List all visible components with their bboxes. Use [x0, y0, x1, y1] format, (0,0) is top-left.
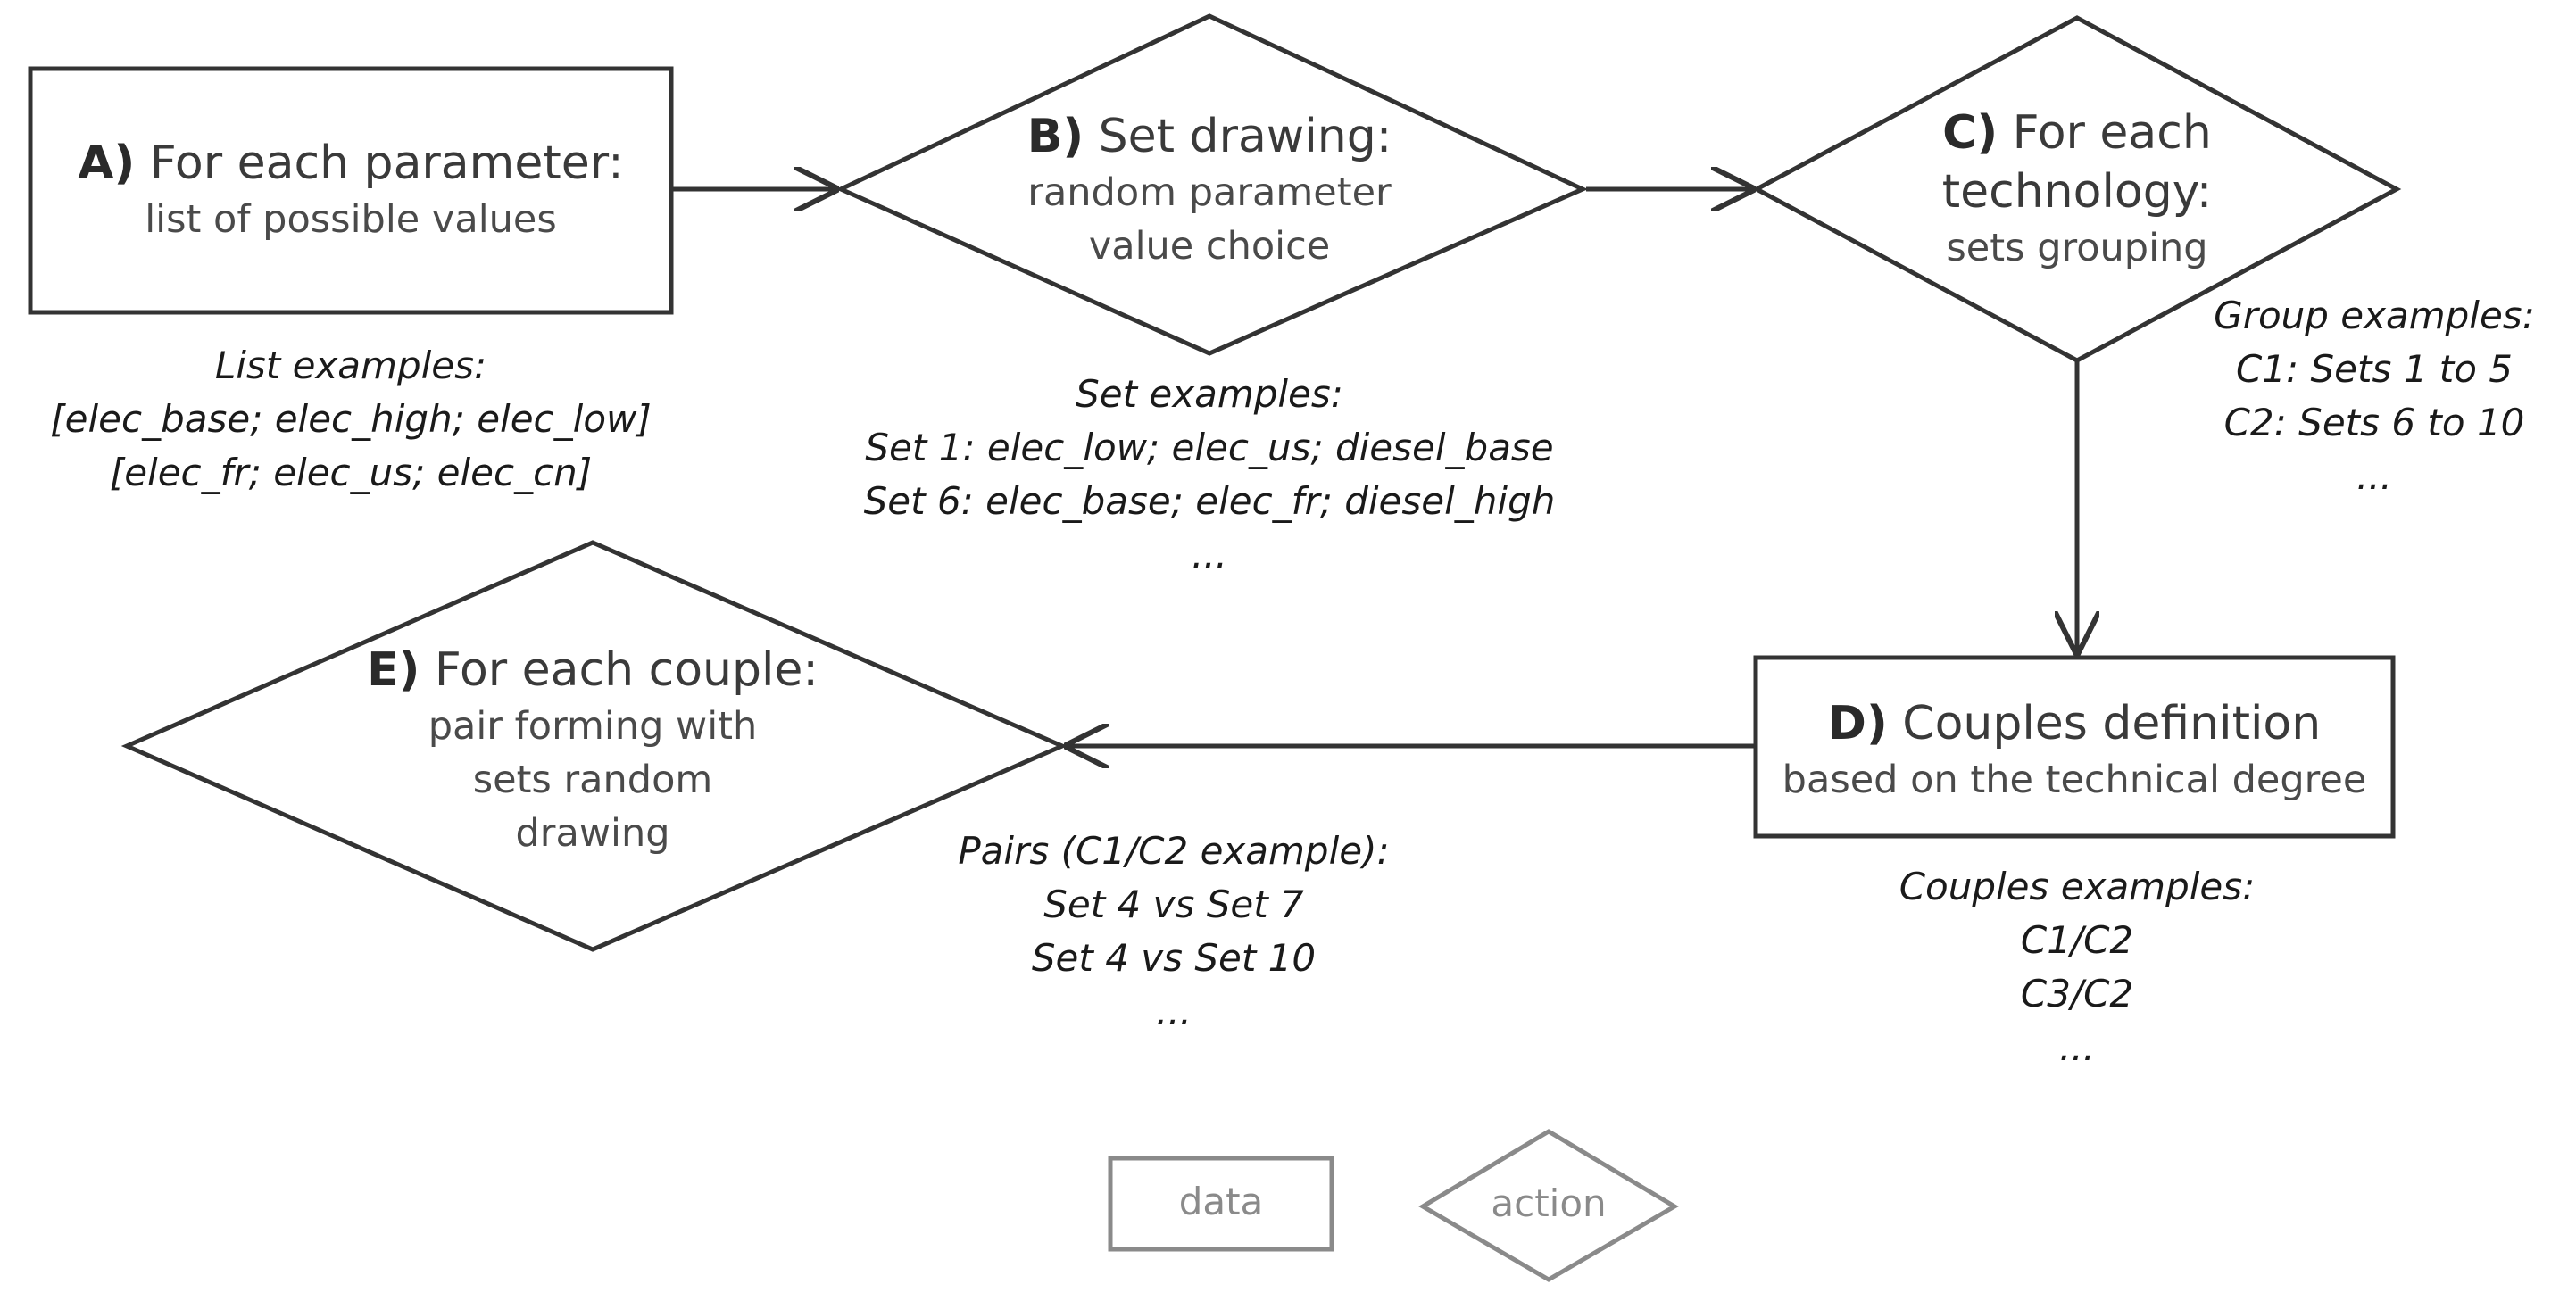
node-e-label: E) For each couple: pair forming with se…: [325, 641, 860, 860]
examples-d-line-2: C3/C2: [2020, 972, 2134, 1015]
node-e-diamond: [120, 540, 1068, 952]
examples-b-line-1: Set 1: elec_low; elec_us; diesel_base: [865, 426, 1554, 469]
examples-d: Couples examples: C1/C2 C3/C2 ...: [1809, 860, 2345, 1074]
examples-a-line-2: [elec_fr; elec_us; elec_cn]: [109, 451, 593, 494]
node-a-label: A) For each parameter: list of possible …: [30, 134, 671, 246]
node-b-diamond: [835, 13, 1589, 356]
node-d-title: D) Couples definition: [1827, 697, 2322, 750]
examples-d-line-1: C1/C2: [2020, 918, 2134, 962]
legend-data-box: [1108, 1156, 1334, 1252]
node-c-sub-1: sets grouping: [1946, 226, 2208, 270]
legend-action-diamond: [1418, 1129, 1679, 1282]
node-e-title: E) For each couple:: [367, 643, 819, 697]
node-d-label: D) Couples definition based on the techn…: [1756, 694, 2393, 807]
node-d-sub-1: based on the technical degree: [1782, 758, 2367, 802]
examples-d-line-3: ...: [2058, 1025, 2096, 1069]
node-c-title-1: C) For each: [1942, 106, 2212, 160]
examples-c-line-2: C2: Sets 6 to 10: [2223, 401, 2525, 444]
node-a-title: A) For each parameter:: [78, 137, 624, 190]
examples-b-line-3: ...: [1191, 533, 1228, 576]
examples-d-heading: Couples examples:: [1899, 865, 2256, 908]
node-b-sub-2: value choice: [1088, 224, 1331, 269]
node-c-label: C) For each technology: sets grouping: [1854, 104, 2300, 275]
examples-a-heading: List examples:: [214, 344, 487, 387]
node-c-diamond: [1751, 15, 2402, 363]
examples-c-line-3: ...: [2356, 454, 2393, 498]
node-b-title: B) Set drawing:: [1026, 110, 1392, 163]
node-b-sub-1: random parameter: [1027, 170, 1392, 215]
node-c-title-2: technology:: [1941, 165, 2213, 219]
legend-action-label: action: [1491, 1181, 1607, 1225]
examples-e-heading: Pairs (C1/C2 example):: [958, 829, 1390, 873]
examples-b-line-2: Set 6: elec_base; elec_fr; diesel_high: [863, 479, 1556, 523]
examples-b-heading: Set examples:: [1076, 372, 1343, 416]
examples-e: Pairs (C1/C2 example): Set 4 vs Set 7 Se…: [906, 825, 1442, 1039]
examples-a-line-1: [elec_base; elec_high; elec_low]: [50, 397, 652, 441]
examples-b: Set examples: Set 1: elec_low; elec_us; …: [808, 368, 1611, 582]
examples-c-line-1: C1: Sets 1 to 5: [2235, 347, 2514, 391]
node-a-sub-1: list of possible values: [145, 197, 557, 242]
examples-e-line-3: ...: [1155, 990, 1192, 1033]
node-e-sub-2: sets random: [472, 758, 713, 802]
examples-e-line-2: Set 4 vs Set 10: [1031, 936, 1317, 980]
examples-a: List examples: [elec_base; elec_high; el…: [30, 339, 671, 500]
node-b-label: B) Set drawing: random parameter value c…: [942, 107, 1477, 273]
examples-c-heading: Group examples:: [2214, 294, 2535, 337]
examples-e-line-1: Set 4 vs Set 7: [1043, 883, 1304, 926]
legend-data-label: data: [1178, 1180, 1264, 1223]
node-e-sub-3: drawing: [515, 811, 670, 856]
node-e-sub-1: pair forming with: [428, 704, 758, 749]
examples-c: Group examples: C1: Sets 1 to 5 C2: Sets…: [2187, 289, 2562, 503]
